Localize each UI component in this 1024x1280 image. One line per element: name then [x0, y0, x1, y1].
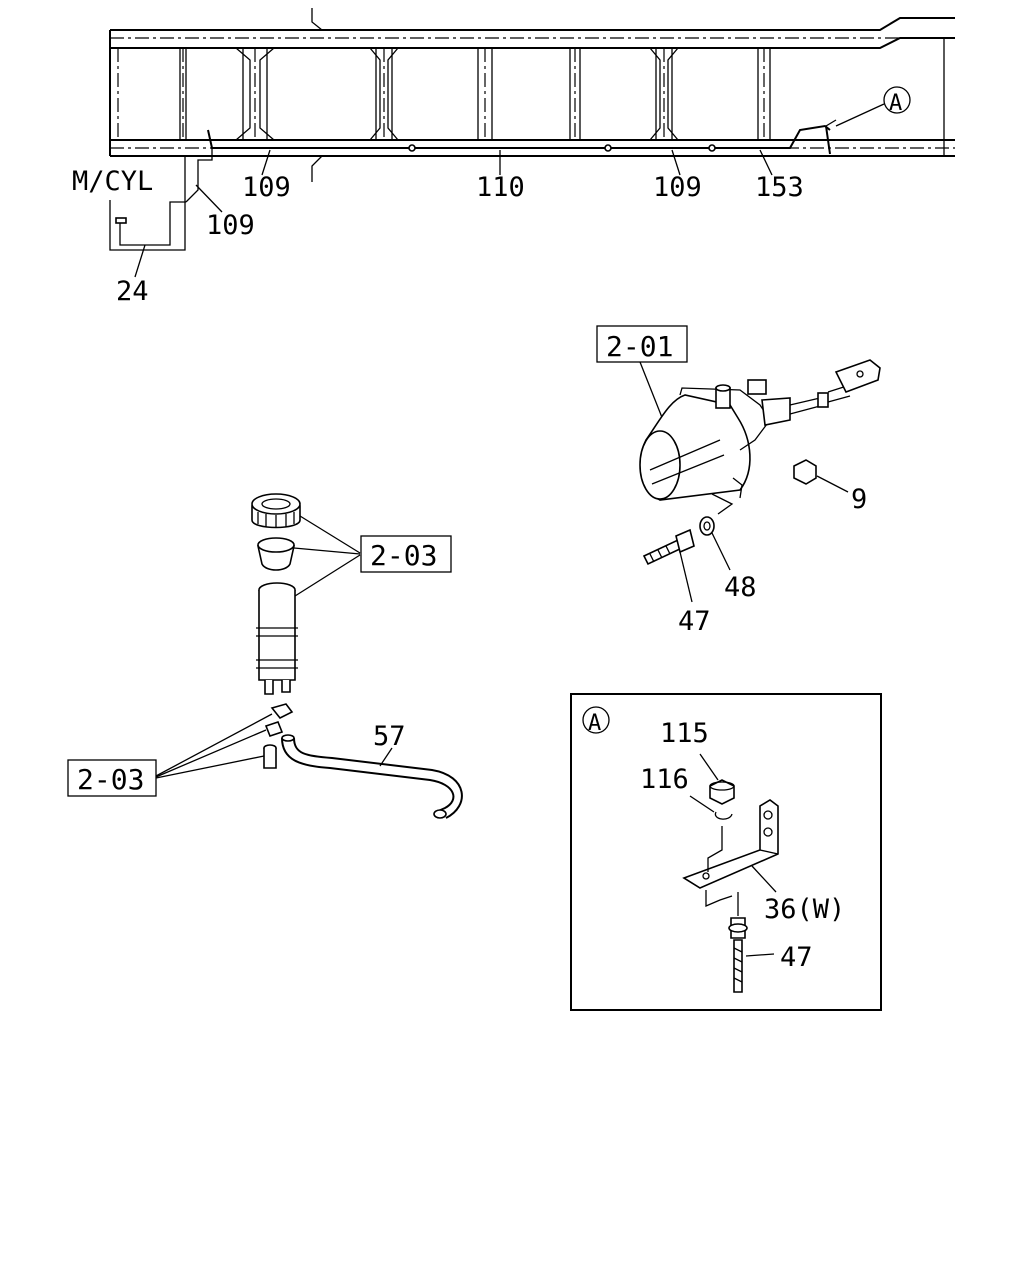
washer-icon — [699, 516, 715, 536]
lock-washer-icon — [714, 811, 733, 820]
label-part-57: 57 — [373, 721, 406, 752]
callout-circle — [883, 86, 911, 114]
detail-letter-a: A — [588, 711, 601, 736]
ref-label-2-01: 2-01 — [606, 330, 673, 363]
label-part-109: 109 — [242, 172, 291, 203]
label-m-cyl: M/CYL — [72, 166, 153, 197]
label-part-110: 110 — [476, 172, 525, 203]
slave-cylinder-assembly — [596, 325, 881, 603]
label-part-153: 153 — [755, 172, 804, 203]
nut-icon — [709, 779, 735, 805]
top-leaders — [134, 103, 885, 278]
ref-box-2-01 — [596, 325, 688, 363]
bracket-icon — [682, 799, 779, 889]
callout-letter-a: A — [889, 91, 902, 116]
ref-label-2-03: 2-03 — [77, 763, 144, 796]
brake-pipe-assembly — [109, 119, 837, 251]
label-part-9: 9 — [851, 484, 867, 515]
label-part-116: 116 — [640, 764, 689, 795]
label-part-36w: 36(W) — [764, 894, 845, 925]
label-part-109: 109 — [206, 210, 255, 241]
chassis-frame — [109, 8, 955, 182]
label-part-47: 47 — [678, 606, 711, 637]
reservoir-assembly — [67, 493, 463, 819]
detail-a-box — [570, 693, 882, 1011]
nut-icon — [793, 459, 817, 485]
bolt-icon — [642, 528, 695, 566]
label-part-47: 47 — [780, 942, 813, 973]
label-part-109: 109 — [653, 172, 702, 203]
ref-label-2-03: 2-03 — [370, 539, 437, 572]
label-part-48: 48 — [724, 572, 757, 603]
label-part-24: 24 — [116, 276, 149, 307]
ref-box-2-03 — [360, 535, 452, 573]
label-part-115: 115 — [660, 718, 709, 749]
bolt-icon — [728, 892, 748, 993]
ref-box-2-03 — [67, 759, 157, 797]
